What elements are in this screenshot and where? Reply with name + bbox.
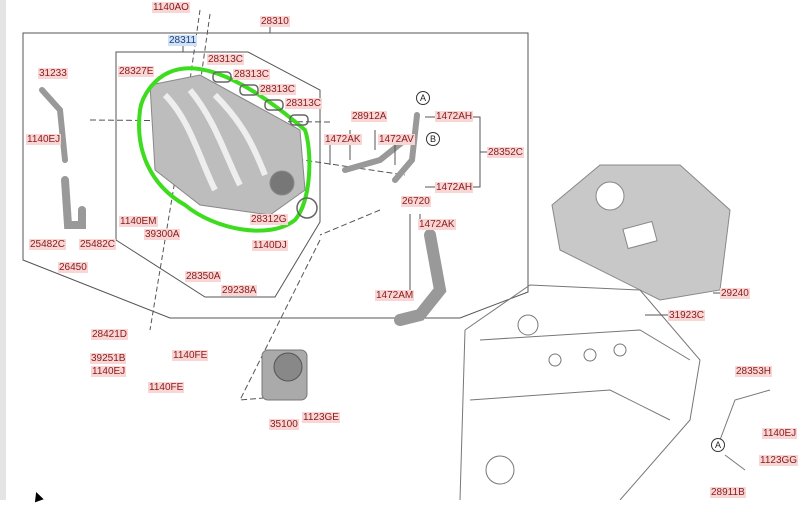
intake-manifold — [149, 74, 306, 216]
part-label-1472AH[interactable]: 1472AH — [435, 182, 474, 193]
part-label-1472AH[interactable]: 1472AH — [435, 111, 474, 122]
part-label-1140EJ[interactable]: 1140EJ — [91, 366, 127, 377]
part-label-1140EJ[interactable]: 1140EJ — [26, 134, 62, 145]
part-label-25482C[interactable]: 25482C — [29, 239, 67, 250]
part-label-1123GG[interactable]: 1123GG — [759, 455, 799, 466]
hose-28352C — [392, 112, 420, 183]
part-label-1472AV[interactable]: 1472AV — [378, 134, 415, 145]
part-label-39251B[interactable]: 39251B — [90, 353, 127, 364]
hose-26450 — [61, 176, 86, 229]
part-label-1140FE[interactable]: 1140FE — [148, 382, 185, 393]
callout-b: B — [426, 132, 440, 146]
manifold-outline — [115, 51, 321, 298]
part-label-26720[interactable]: 26720 — [401, 196, 431, 207]
part-label-1140AO[interactable]: 1140AO — [152, 2, 190, 13]
part-label-1140FE[interactable]: 1140FE — [172, 350, 209, 361]
part-label-28352C[interactable]: 28352C — [487, 147, 525, 158]
part-label-1123GE[interactable]: 1123GE — [302, 412, 340, 423]
part-label-31233[interactable]: 31233 — [38, 68, 68, 79]
part-label-25482C[interactable]: 25482C — [79, 239, 117, 250]
callout-a: A — [416, 91, 430, 105]
part-label-1140DJ[interactable]: 1140DJ — [252, 240, 288, 251]
hose-31233 — [39, 87, 68, 163]
engine-block — [459, 284, 771, 500]
part-label-28350A[interactable]: 28350A — [185, 271, 222, 282]
assembly-outline — [22, 32, 529, 319]
part-label-28313C[interactable]: 28313C — [207, 54, 245, 65]
part-label-1140EM[interactable]: 1140EM — [119, 216, 158, 227]
hose-28912A — [342, 137, 408, 173]
highlight-circle — [137, 66, 312, 233]
part-label-28911B[interactable]: 28911B — [710, 487, 746, 498]
part-label-26450[interactable]: 26450 — [58, 262, 88, 273]
part-label-28421D[interactable]: 28421D — [91, 329, 129, 340]
part-label-1140EJ[interactable]: 1140EJ — [762, 428, 798, 439]
part-label-1472AM[interactable]: 1472AM — [375, 290, 415, 301]
part-label-31923C[interactable]: 31923C — [668, 310, 706, 321]
window-edge — [0, 0, 6, 500]
part-label-28327E[interactable]: 28327E — [118, 66, 155, 77]
part-label-28313C[interactable]: 28313C — [259, 84, 297, 95]
part-label-39300A[interactable]: 39300A — [144, 229, 181, 240]
part-label-28311[interactable]: 28311 — [168, 35, 198, 46]
gaskets — [212, 71, 318, 219]
part-label-28353H[interactable]: 28353H — [735, 366, 773, 377]
part-label-1472AK[interactable]: 1472AK — [418, 219, 456, 230]
part-label-29240[interactable]: 29240 — [720, 288, 750, 299]
callout-a: A — [711, 438, 725, 452]
part-label-28310[interactable]: 28310 — [260, 16, 290, 27]
part-label-28313C[interactable]: 28313C — [233, 69, 271, 80]
hose-26720 — [394, 229, 447, 326]
part-label-28313C[interactable]: 28313C — [285, 98, 323, 109]
part-label-28312G[interactable]: 28312G — [250, 214, 288, 225]
throttle-body — [261, 349, 308, 401]
part-label-28912A[interactable]: 28912A — [351, 111, 388, 122]
part-label-1472AK[interactable]: 1472AK — [324, 134, 362, 145]
part-label-35100[interactable]: 35100 — [269, 419, 299, 430]
part-label-29238A[interactable]: 29238A — [221, 285, 258, 296]
